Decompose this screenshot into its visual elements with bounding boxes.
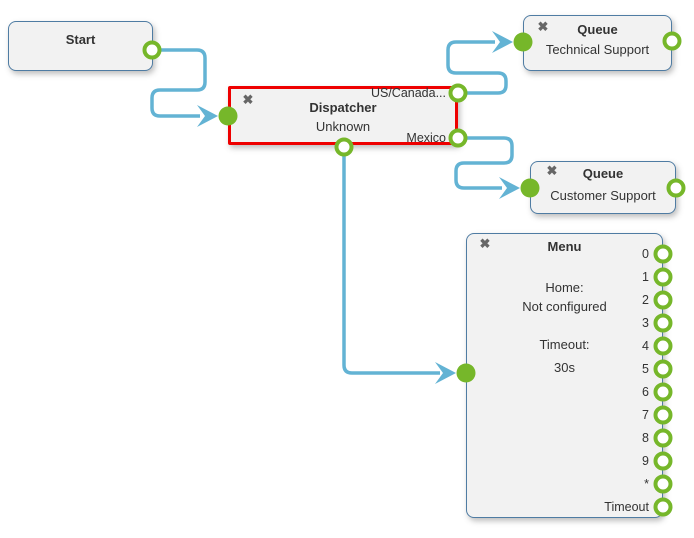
menu-port-label-1: 1 <box>642 270 649 284</box>
arrowhead <box>435 362 456 384</box>
port-menu-out-9[interactable] <box>653 451 673 471</box>
node-start[interactable]: Start <box>8 21 153 71</box>
node-queue-technical-title: Queue <box>577 22 618 37</box>
close-icon[interactable]: ✖ <box>537 19 549 34</box>
port-menu-out-5[interactable] <box>653 359 673 379</box>
port-menu-out-star[interactable] <box>653 474 673 494</box>
arrowhead <box>499 177 520 199</box>
node-queue-customer[interactable]: ✖ Queue Customer Support <box>530 161 676 214</box>
output-label-mexico: Mexico <box>406 131 446 145</box>
port-menu-out-6[interactable] <box>653 382 673 402</box>
port-menu-out-8[interactable] <box>653 428 673 448</box>
node-menu-title: Menu <box>547 239 582 254</box>
wire-mexico-to-queue-customer <box>454 136 514 190</box>
menu-timeout-label: Timeout: <box>539 337 590 352</box>
node-menu[interactable]: ✖ Menu Home: Not configured Timeout: 30s… <box>466 233 663 518</box>
port-menu-out-timeout[interactable] <box>653 497 673 517</box>
port-menu-out-7[interactable] <box>653 405 673 425</box>
menu-port-label-3: 3 <box>642 316 649 330</box>
port-queue-customer-out[interactable] <box>666 178 686 198</box>
port-dispatcher-out-mexico[interactable] <box>448 128 468 148</box>
menu-port-label-8: 8 <box>642 431 649 445</box>
arrowhead <box>197 105 218 127</box>
close-icon[interactable]: ✖ <box>479 236 491 251</box>
menu-home-value: Not configured <box>522 299 607 314</box>
menu-port-label-timeout: Timeout <box>604 500 649 514</box>
port-menu-in[interactable] <box>456 363 476 383</box>
port-queue-customer-in[interactable] <box>520 178 540 198</box>
port-dispatcher-out-bottom[interactable] <box>334 137 354 157</box>
node-start-title: Start <box>65 32 96 47</box>
node-queue-customer-subtitle: Customer Support <box>550 188 656 203</box>
node-queue-technical-subtitle: Technical Support <box>545 42 650 57</box>
output-label-us-canada: US/Canada... <box>370 86 446 100</box>
menu-port-label-5: 5 <box>642 362 649 376</box>
close-icon[interactable]: ✖ <box>242 92 254 107</box>
port-menu-out-3[interactable] <box>653 313 673 333</box>
wire-dispatcher-to-menu <box>342 154 440 375</box>
port-start-out[interactable] <box>142 40 162 60</box>
port-menu-out-0[interactable] <box>653 244 673 264</box>
port-menu-out-4[interactable] <box>653 336 673 356</box>
port-queue-technical-out[interactable] <box>662 31 682 51</box>
port-menu-out-2[interactable] <box>653 290 673 310</box>
menu-port-label-star: * <box>644 477 649 491</box>
menu-port-label-6: 6 <box>642 385 649 399</box>
menu-port-label-4: 4 <box>642 339 649 353</box>
port-dispatcher-in[interactable] <box>218 106 238 126</box>
port-menu-out-1[interactable] <box>653 267 673 287</box>
menu-home-label: Home: <box>545 280 584 295</box>
menu-timeout-value: 30s <box>554 360 575 375</box>
node-queue-technical[interactable]: ✖ Queue Technical Support <box>523 15 672 71</box>
node-queue-customer-title: Queue <box>582 166 624 181</box>
node-dispatcher[interactable]: ✖ Dispatcher Unknown US/Canada... Mexico <box>228 86 458 145</box>
port-dispatcher-out-us-canada[interactable] <box>448 83 468 103</box>
arrowhead <box>492 31 513 53</box>
port-queue-technical-in[interactable] <box>513 32 533 52</box>
node-dispatcher-title: Dispatcher <box>309 100 377 115</box>
node-dispatcher-subtitle: Unknown <box>315 119 371 134</box>
menu-port-label-2: 2 <box>642 293 649 307</box>
menu-port-label-9: 9 <box>642 454 649 468</box>
close-icon[interactable]: ✖ <box>546 163 558 178</box>
wire-start-to-dispatcher <box>150 48 207 118</box>
menu-port-label-7: 7 <box>642 408 649 422</box>
menu-port-label-0: 0 <box>642 247 649 261</box>
